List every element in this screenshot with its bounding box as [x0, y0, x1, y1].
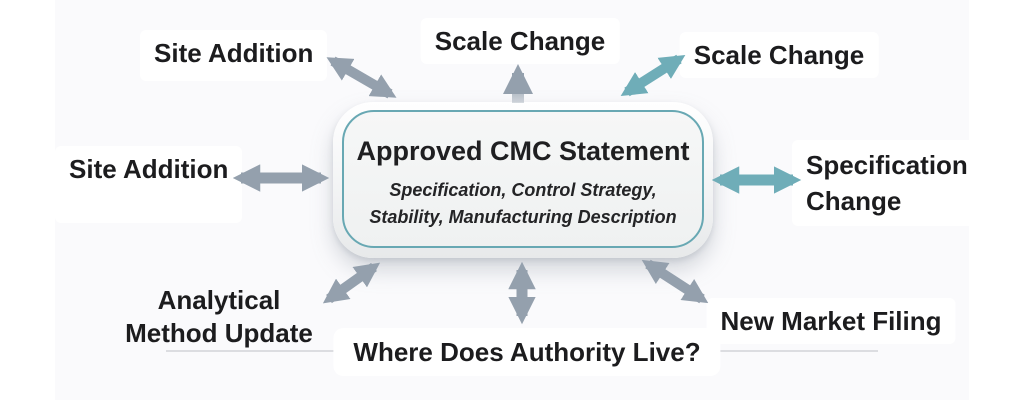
label-scale-change-right: Scale Change: [679, 32, 879, 78]
center-hub-box-inner: Approved CMC Statement Specification, Co…: [342, 110, 704, 248]
center-box-subtitle-line-2: Stability, Manufacturing Description: [369, 207, 677, 227]
label-site-addition-top: Site Addition: [140, 30, 328, 81]
label-new-market-filing: New Market Filing: [706, 298, 956, 344]
label-analytical-method-update: Analytical Method Update: [125, 285, 313, 348]
label-site-addition-left: Site Addition: [55, 146, 243, 223]
center-box-subtitle: Specification, Control Strategy, Stabili…: [344, 177, 702, 231]
footer-question: Where Does Authority Live?: [333, 328, 721, 376]
center-hub-box: Approved CMC Statement Specification, Co…: [333, 102, 713, 258]
center-box-subtitle-line-1: Specification, Control Strategy,: [389, 180, 657, 200]
label-scale-change-top: Scale Change: [420, 18, 620, 64]
center-box-title: Approved CMC Statement: [356, 136, 690, 166]
label-specification-change: Specification Change: [792, 140, 992, 226]
